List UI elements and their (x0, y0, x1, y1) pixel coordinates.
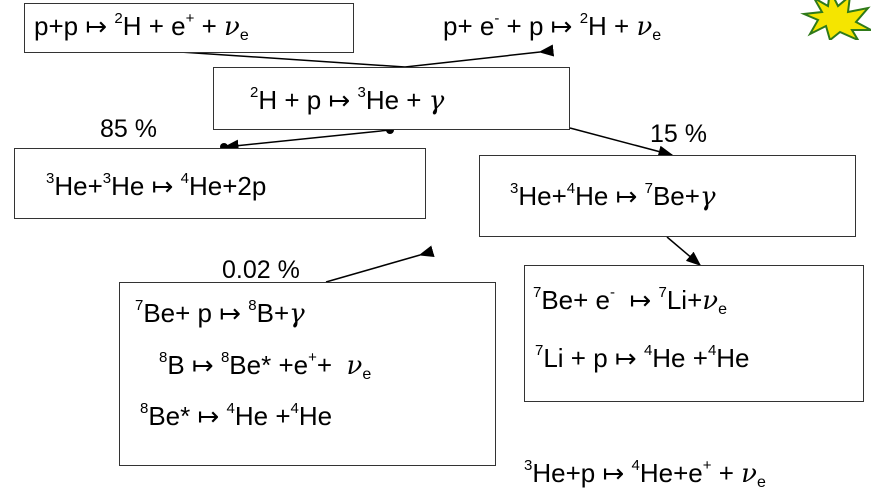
arrow-pp-to-merge (179, 51, 406, 68)
ppiii-branch-percent: 0.02 % (222, 256, 300, 284)
deuterium-proton-equation: 2H + p ↦ 3He + γ (250, 84, 445, 116)
arrow-to-ppiii (325, 245, 435, 283)
ppi-branch-percent: 85 % (100, 115, 157, 143)
be7-electron-capture-equation: 7Be+ e- ↦ 7Li+νe (533, 284, 727, 318)
he3-he3-equation: 3He+3He ↦ 4He+2p (46, 170, 267, 201)
deuterium-capture-box (213, 67, 570, 130)
pep-equation: p+ e- + p ↦ 2H + νe (443, 10, 662, 44)
ppi-box (14, 148, 426, 219)
li7-proton-equation: 7Li + p ↦ 4He +4He (535, 342, 750, 373)
pp-fusion-equation: p+p ↦ 2H + e+ + νe (34, 10, 249, 44)
hep-equation: 3He+p ↦ 4He+e+ + νe (524, 457, 766, 491)
b8-decay-equation: 8B ↦ 8Be* +e++ νe (159, 349, 372, 383)
star-burst-icon (800, 0, 871, 40)
ppii-box (524, 265, 864, 402)
arrow-dp-to-ppi (223, 129, 391, 152)
ppiii-box (119, 282, 496, 466)
he3-he4-equation: 3He+4He ↦ 7Be+γ (510, 180, 716, 212)
pp-reaction-box (24, 3, 354, 53)
arrow-to-ppii-branch (666, 236, 702, 266)
he3-he4-box (479, 155, 856, 237)
be7-proton-equation: 7Be+ p ↦ 8B+γ (135, 297, 305, 329)
arrow-pep-to-merge (404, 44, 555, 68)
be8-decay-equation: 8Be* ↦ 4He +4He (140, 400, 333, 431)
ppii-branch-percent: 15 % (650, 120, 707, 148)
arrow-dp-to-ppii (569, 127, 674, 158)
